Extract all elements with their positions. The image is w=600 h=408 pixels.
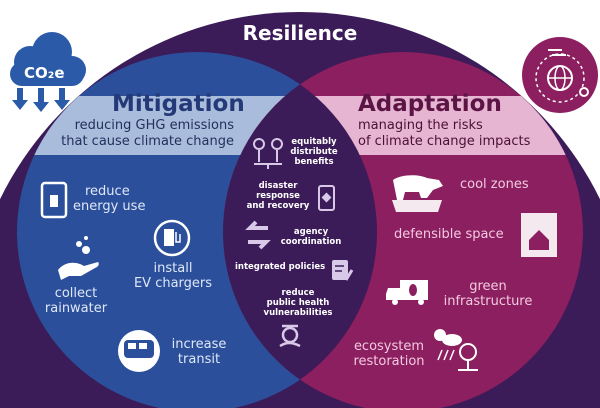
- item-line: integrated policies: [235, 262, 326, 272]
- co2-cloud-icon: [10, 32, 86, 112]
- item-line: restoration: [353, 353, 425, 369]
- adaptation-item-defensible: defensible space: [394, 227, 504, 243]
- mitigation-subtitle-2: that cause climate change: [61, 134, 234, 149]
- climate-globe-icon: [522, 37, 598, 113]
- item-line: distribute: [290, 146, 338, 157]
- item-line: energy use: [73, 198, 146, 214]
- item-line: rainwater: [44, 300, 108, 316]
- item-line: agency: [293, 227, 329, 237]
- bus-icon: [118, 330, 160, 372]
- item-line: green: [469, 279, 507, 294]
- shared-item-policies: integrated policies: [235, 262, 326, 273]
- item-line: defensible space: [394, 227, 504, 242]
- weather-tree-icon: [434, 329, 478, 371]
- item-line: infrastructure: [443, 293, 533, 309]
- ev-charger-icon: [153, 219, 191, 257]
- light-switch-icon: [40, 181, 68, 219]
- item-line: EV chargers: [133, 275, 213, 291]
- adaptation-subtitle-1: managing the risks: [358, 118, 483, 133]
- arrows-exchange-icon: [245, 220, 271, 250]
- co2-badge: CO₂e: [24, 64, 65, 82]
- mitigation-heading: Mitigation: [112, 91, 245, 117]
- clipboard-icon: [318, 185, 335, 211]
- item-line: reduce: [281, 288, 315, 298]
- green-truck-icon: [386, 280, 428, 305]
- item-line: response: [256, 190, 300, 201]
- polar-bear-icon: [392, 175, 443, 212]
- item-line: increase: [171, 337, 227, 352]
- adaptation-item-cool-zones: cool zones: [460, 177, 529, 193]
- mitigation-subtitle-1: reducing GHG emissions: [74, 118, 234, 133]
- hand-water-icon: [58, 236, 99, 280]
- item-line: benefits: [294, 156, 334, 167]
- item-line: public health: [266, 297, 330, 308]
- item-line: coordination: [280, 236, 342, 247]
- item-line: collect: [54, 286, 98, 301]
- overlap-lens: [223, 52, 378, 408]
- item-line: disaster: [258, 181, 298, 191]
- item-line: cool zones: [460, 177, 529, 192]
- resilience-title: Resilience: [242, 21, 358, 45]
- item-line: and recovery: [246, 200, 310, 211]
- hand-health-icon: [279, 324, 301, 348]
- wildfire-house-icon: [521, 213, 557, 257]
- item-line: ecosystem: [353, 339, 425, 354]
- balance-people-icon: [253, 138, 283, 169]
- adaptation-subtitle-2: of climate change impacts: [358, 134, 531, 149]
- adaptation-heading: Adaptation: [358, 91, 502, 117]
- item-line: vulnerabilities: [263, 307, 333, 318]
- item-line: transit: [177, 351, 221, 367]
- item-line: equitably: [291, 137, 337, 147]
- item-line: reduce: [85, 184, 130, 199]
- item-line: install: [153, 261, 193, 276]
- document-pen-icon: [332, 260, 354, 281]
